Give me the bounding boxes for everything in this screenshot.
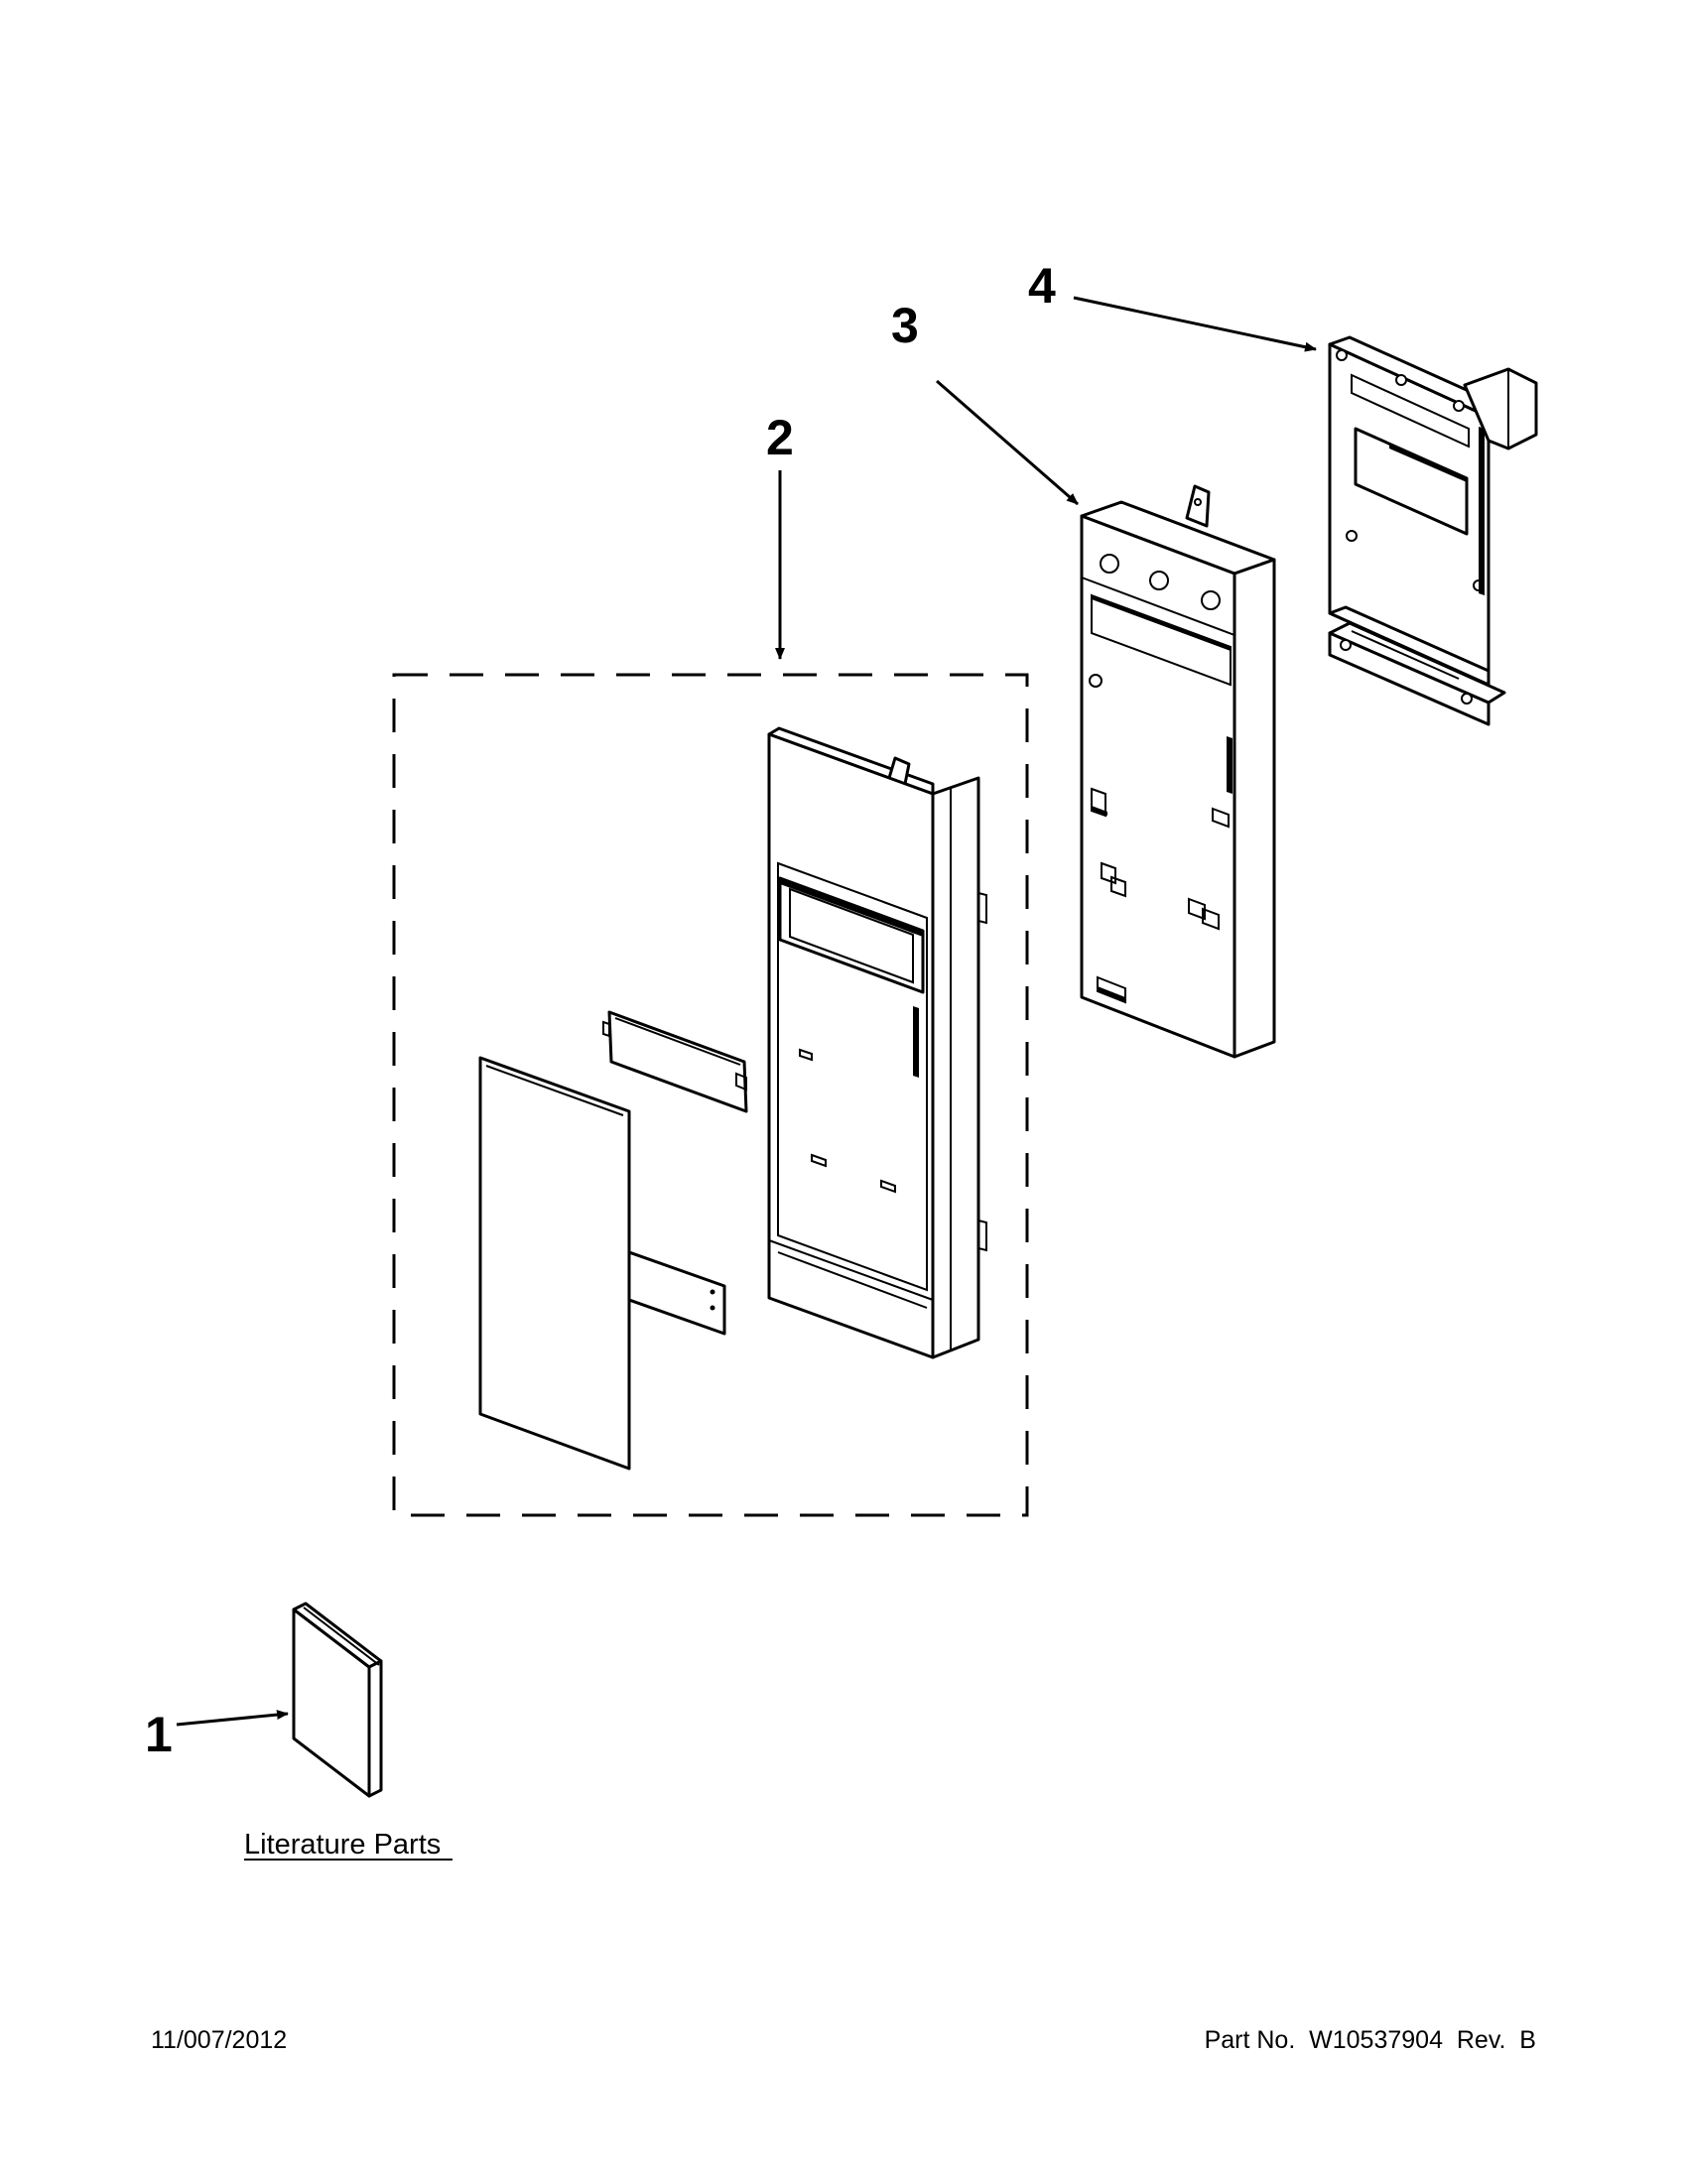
display-lens xyxy=(607,1010,748,1113)
control-panel-frame xyxy=(767,726,987,1359)
leader-arrow-1 xyxy=(176,1710,289,1727)
leader-arrow-3 xyxy=(936,379,1079,506)
callout-leaders xyxy=(176,296,1317,1727)
keypad-membrane xyxy=(478,1056,631,1471)
callout-number-4: 4 xyxy=(1028,258,1056,314)
callout-number-2: 2 xyxy=(766,410,794,465)
part-1-literature-booklet[interactable] xyxy=(292,1602,383,1798)
literature-parts-label: Literature Parts xyxy=(244,1829,441,1861)
assembly-dashed-boundary xyxy=(392,673,1029,1517)
callout-number-3: 3 xyxy=(891,298,919,353)
part-2-control-panel-assembly[interactable] xyxy=(392,673,1029,1517)
callout-number-1: 1 xyxy=(145,1707,173,1762)
footer-date: 11/007/2012 xyxy=(151,2026,287,2054)
leader-arrow-4 xyxy=(1073,296,1317,352)
membrane-ribbon-tail xyxy=(627,1250,726,1336)
part-3-control-housing[interactable] xyxy=(1080,484,1276,1059)
part-4-electronic-control-board[interactable] xyxy=(1328,335,1538,726)
footer-part-number: Part No. W10537904 Rev. B xyxy=(1205,2026,1536,2054)
